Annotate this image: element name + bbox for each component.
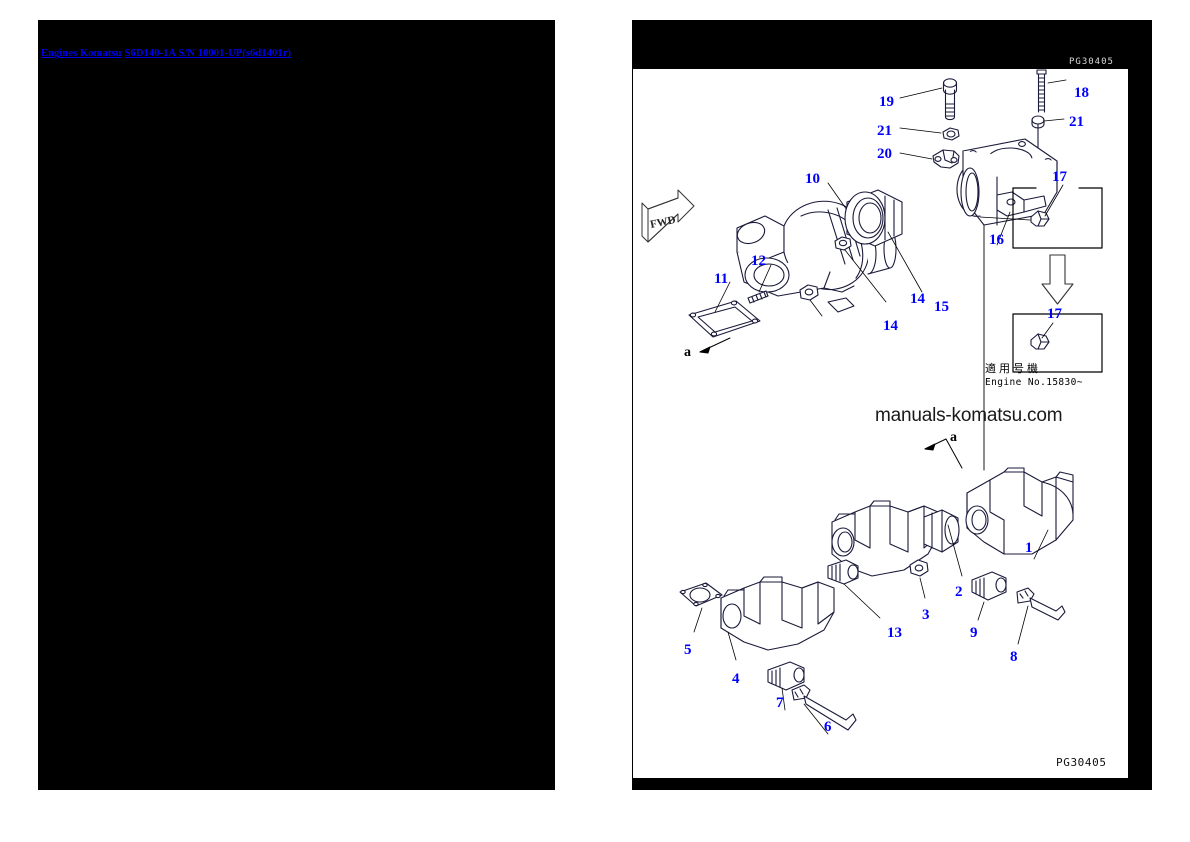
applicability-note-english: Engine No.15830~ [985, 377, 1083, 388]
site-watermark: manuals-komatsu.com [875, 405, 1063, 426]
callout-8: 8 [1010, 649, 1018, 665]
callout-5: 5 [684, 642, 692, 658]
drawing-code-fragment: PG30405 [1069, 57, 1114, 67]
title-model: S6D140-1A S/N 10001-UP(s6d1401r) [124, 48, 292, 59]
drawing-code: PG30405 [1056, 756, 1107, 769]
applicability-note: 適用号機 Engine No.15830~ [985, 360, 1083, 388]
applicability-note-japanese: 適用号機 [985, 362, 1041, 375]
callout-17-bottom: 17 [1047, 306, 1062, 322]
callout-7: 7 [776, 695, 784, 711]
callout-2: 2 [955, 584, 963, 600]
callout-18: 18 [1074, 85, 1089, 101]
title-prefix: Engines Komatsu [41, 48, 122, 59]
top-black-bar [632, 20, 1152, 68]
callout-19: 19 [879, 94, 894, 110]
callout-10: 10 [805, 171, 820, 187]
callout-16: 16 [989, 232, 1004, 248]
callout-12: 12 [751, 253, 766, 269]
bottom-black-bar [632, 777, 1152, 790]
callout-1: 1 [1025, 540, 1033, 556]
callout-11: 11 [714, 271, 729, 287]
callout-15: 15 [934, 299, 949, 315]
callout-21-right: 21 [1069, 114, 1084, 130]
callout-20: 20 [877, 146, 892, 162]
section-ref-a-upper: a [684, 345, 691, 360]
callout-6: 6 [824, 719, 832, 735]
callout-14-lower: 14 [883, 318, 898, 334]
callout-13: 13 [887, 625, 902, 641]
callout-3: 3 [922, 607, 930, 623]
section-ref-a-lower: a [950, 430, 957, 445]
callout-17-top: 17 [1052, 169, 1067, 185]
callout-21-left: 21 [877, 123, 892, 139]
right-page-panel: PG30405 FWD [632, 20, 1152, 790]
callout-14-upper: 14 [910, 291, 925, 307]
right-black-bar [1127, 20, 1152, 790]
callout-4: 4 [732, 671, 740, 687]
callout-9: 9 [970, 625, 978, 641]
